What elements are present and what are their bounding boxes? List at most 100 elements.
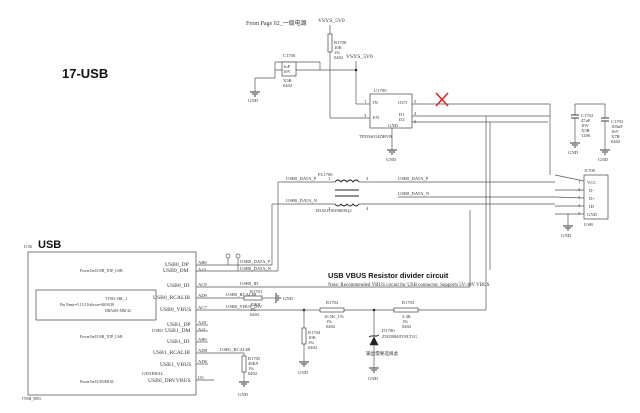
r1705-val: 49K9 [248, 361, 259, 366]
d1700-ref: D1700 [382, 328, 395, 333]
c1700-pkg: 0402 [283, 83, 293, 88]
resistor-r1705 [241, 355, 247, 373]
r1705-tol: 1% [248, 366, 254, 371]
u1700-n6: 6 [414, 119, 417, 124]
u1700-pin-gnd: GND [388, 123, 399, 128]
net-usb0-id: USB0_ID [240, 281, 259, 286]
svg-text:USB0_ID: USB0_ID [167, 283, 189, 289]
svg-text:A23: A23 [198, 267, 207, 272]
svg-text:USB0_DP: USB0_DP [165, 262, 189, 268]
ic-pin-usb1-dm: USB1_DM A21 [165, 327, 208, 334]
gnd-symbol [299, 361, 309, 367]
zener-diode-d1700 [368, 334, 380, 346]
resistor-r1702 [319, 307, 345, 313]
ic-pin-usb0-vbus: USB0_VBUS AC7 [160, 305, 304, 313]
u1700-ref: U1700 [374, 88, 387, 93]
fl-pin1: 1 [328, 176, 331, 181]
gnd-label: GND [238, 392, 249, 397]
u1700-part: TPD3S014DBVR [359, 134, 393, 139]
choke-fl1700 [334, 179, 360, 207]
ic-pin-usb1-vbus: USB1_VBUS AD6 [160, 359, 208, 368]
fl-pin2: 2 [328, 206, 331, 211]
r1700-val: 10K [334, 45, 343, 50]
c1700-ref: C1700 [283, 53, 296, 58]
r1702-pkg: 0402 [326, 324, 336, 329]
resistor-r1701 [243, 295, 263, 301]
ic-pin-usb0-id: USB0_ID AC9 [167, 282, 295, 289]
wire [554, 196, 585, 199]
c1700-diel: X5R [283, 78, 293, 83]
gnd-label: GND [568, 150, 579, 155]
r1702-val: 16.5K_1% [324, 314, 344, 319]
net-vsys-top: VSYS_5V0 [318, 18, 345, 24]
j-pin-dm: D- [589, 188, 594, 193]
svg-text:USB0_DRVVBUS: USB0_DRVVBUS [148, 378, 191, 384]
gnd-label: GND [248, 98, 259, 103]
u1700-pin-d1: D1 [399, 112, 405, 117]
u1700-n4: 4 [414, 111, 417, 116]
ic-sub-usb0: PowerOnJ/USB_TOP_USB [80, 269, 123, 273]
j-pin-dp: D+ [589, 196, 595, 201]
gnd-symbol [369, 367, 379, 373]
ic-pin-usb0-dp: USB0_DP AB8 [165, 260, 240, 268]
ic-sub-usb1: PowerOnJ/USB_TOP_USB [80, 335, 123, 339]
r1701-ref: R1701 [250, 289, 263, 294]
net-vsys-mid: VSYS_5V0 [346, 54, 373, 60]
fl-pin3: 3 [366, 176, 369, 181]
svg-text:USB0_RCALIB: USB0_RCALIB [153, 295, 190, 301]
net-ic-usb0-dn: USB0_DATA_N [240, 266, 272, 271]
usb-block-title: USB [38, 239, 61, 251]
fl1700-ref: FL1700 [318, 172, 333, 177]
r1700-tol: 1% [334, 50, 340, 55]
r1703-ref: R1703 [402, 300, 415, 305]
svg-text:USB1_DM: USB1_DM [165, 328, 191, 334]
ic-inner-3: DRASIS MM 42 [105, 309, 131, 313]
ic-pin-usb0-rcalib: USB0_RCALIB AD9 [153, 293, 244, 301]
u1700-n1: 1 [364, 99, 367, 104]
c1702-ref: C1702 [581, 113, 594, 118]
r1704-pkg: 0402 [308, 345, 318, 350]
gnd-symbol [570, 142, 580, 148]
ic-inner-2: Pin Nami=0.11/2 Keltron=0401028 [60, 303, 114, 307]
ic-group-usb1: USB1 [152, 328, 164, 333]
svg-text:AB9: AB9 [198, 337, 207, 342]
c1703-pkg: 0402 [611, 139, 621, 144]
r1700-ref: R1700 [334, 40, 347, 45]
svg-text:USB1_RCALIB: USB1_RCALIB [153, 350, 190, 356]
svg-text:A20: A20 [198, 320, 207, 325]
c1703-volt: 16V [611, 129, 620, 134]
r1703-val: 3.4K [402, 314, 412, 319]
svg-text:USB0_VBUS: USB0_VBUS [160, 307, 191, 313]
j-n5: 5 [578, 211, 581, 216]
testpoint [225, 253, 231, 259]
gnd-label: GND [283, 296, 294, 301]
net-usb0-dn-conn: USB0_DATA_N [398, 191, 430, 196]
svg-text:AB8: AB8 [198, 260, 207, 265]
j-n1: 1 [578, 179, 581, 184]
c1702-pkg: 1206 [581, 133, 591, 138]
gnd-label: GND [368, 376, 379, 381]
r1701-pkg: 0402 [250, 312, 260, 317]
j-pin-vcc: VCC [587, 180, 596, 185]
c1702-diel: X5R [581, 128, 591, 133]
svg-text:USB1_DP: USB1_DP [167, 322, 191, 328]
ic-pin-usb0-dm: USB0_DM A23 [163, 267, 240, 274]
u1700-pin-d2: D2 [399, 117, 405, 122]
ic-pin-usb1-rcalib: USB1_RCALIB AD8 [153, 348, 244, 356]
sheet-title: 17-USB [62, 66, 108, 81]
r1704-val: 10K [308, 335, 317, 340]
c1703-val: 100nF [611, 124, 623, 129]
c1703-ref: C1703 [611, 119, 624, 124]
r1703-tol: 1% [402, 319, 408, 324]
testpoint [235, 253, 241, 259]
u1700-pin-in: IN [373, 100, 379, 105]
u1700-pin-out: OUT [398, 100, 408, 105]
j-pin-id: ID [589, 204, 595, 209]
wire [554, 174, 585, 182]
svg-text:USB1_ID: USB1_ID [167, 339, 189, 345]
ic-sub-general: PowerOnJ/GENERAL [80, 380, 115, 384]
divider-title: USB VBUS Resistor divider circuit [328, 271, 449, 280]
r1702-ref: R1702 [326, 300, 339, 305]
resistor-r1700 [327, 33, 333, 53]
j-n4: 4 [578, 203, 581, 208]
